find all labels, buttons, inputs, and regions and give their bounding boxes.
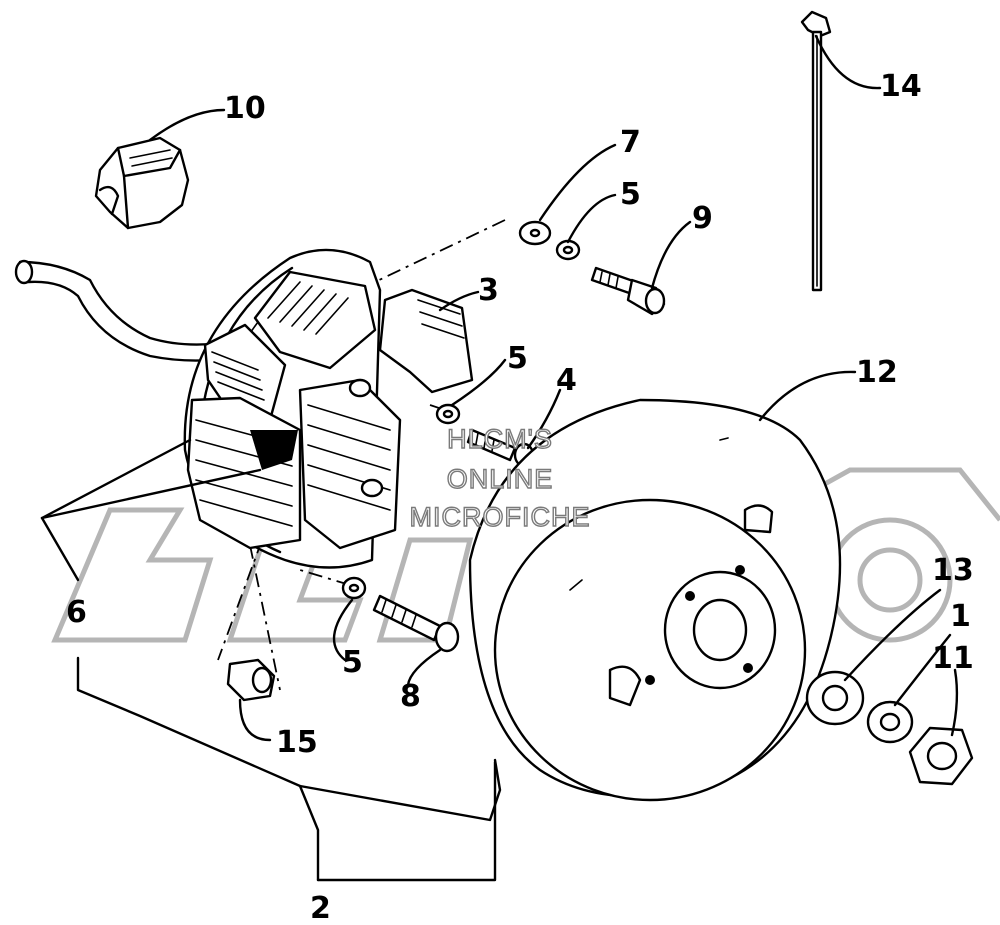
callout-7: 7 <box>620 125 641 160</box>
watermark-line-2: ONLINE <box>447 464 554 494</box>
washer-13-part <box>805 670 865 726</box>
callout-14: 14 <box>880 69 922 104</box>
watermark-line-1: HLCM'S <box>447 424 553 454</box>
wire-lead-part <box>14 259 242 362</box>
spacer-15-part <box>226 658 276 702</box>
lock-washer-5-mid-part <box>435 403 461 425</box>
callout-3: 3 <box>478 273 499 308</box>
stator-assembly-part <box>40 248 474 569</box>
callout-9: 9 <box>692 201 713 236</box>
flywheel-part <box>468 398 842 802</box>
screw-9-part <box>590 266 666 316</box>
nut-11-part <box>908 726 974 786</box>
callout-12: 12 <box>856 355 898 390</box>
watermark-line-3: MICROFICHE <box>410 502 591 532</box>
lock-washer-5-low-part <box>341 576 367 600</box>
callout-11: 11 <box>932 641 974 676</box>
washer-7-part <box>518 220 552 246</box>
callout-6: 6 <box>66 595 87 630</box>
callout-5-top: 5 <box>620 177 641 212</box>
callout-13: 13 <box>932 553 974 588</box>
callout-15: 15 <box>276 725 318 760</box>
callout-labels: 14 10 7 5 9 3 5 4 12 13 1 11 6 5 8 15 2 <box>66 69 974 925</box>
cap-part <box>94 136 190 230</box>
callout-5-mid: 5 <box>507 341 528 376</box>
callout-8: 8 <box>400 679 421 714</box>
callout-1: 1 <box>950 599 971 634</box>
screw-8-part <box>372 594 460 653</box>
callout-2: 2 <box>310 891 331 925</box>
watermark-text: HLCM'S ONLINE MICROFICHE <box>409 423 591 532</box>
callout-5-low: 5 <box>342 645 363 680</box>
lock-washer-1-part <box>866 700 914 744</box>
tie-strap-part <box>800 10 832 292</box>
callout-10: 10 <box>224 91 266 126</box>
lock-washer-5-top-part <box>555 239 581 261</box>
leader-lines <box>40 34 959 882</box>
callout-4: 4 <box>556 363 577 398</box>
